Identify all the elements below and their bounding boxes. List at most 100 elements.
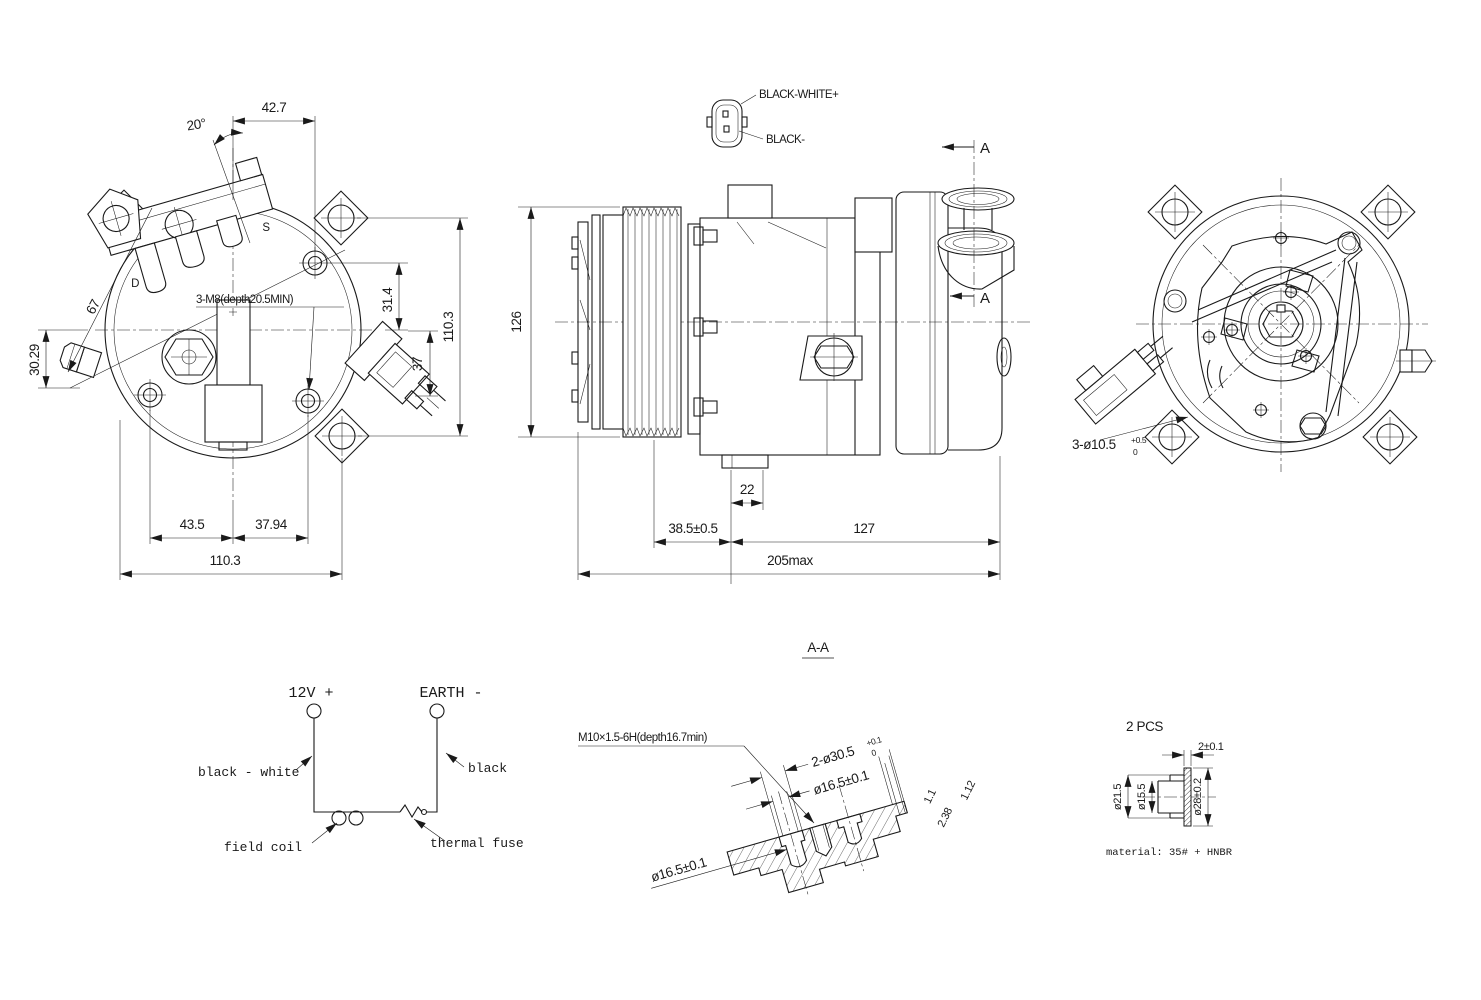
front-left-fitting — [59, 342, 103, 379]
svg-text:1.12: 1.12 — [959, 779, 979, 802]
svg-text:ø15.5: ø15.5 — [1136, 784, 1148, 810]
terminal-negative-label: EARTH - — [419, 685, 482, 702]
front-dim-110-3-right: 110.3 — [357, 217, 468, 437]
seal-qty-title: 2 PCS — [1126, 719, 1163, 734]
rear-connector — [1074, 335, 1173, 425]
label-pin-positive: BLACK-WHITE+ — [759, 89, 839, 101]
front-dim-67: 67 — [67, 207, 153, 373]
front-valve-block — [204, 299, 263, 451]
rear-note-holes: 3-ø10.5 +0.5 0 — [1072, 416, 1189, 457]
terminal-positive-label: 12V + — [288, 685, 333, 702]
seal-dim-plate-od: ø28±0.2 — [1192, 767, 1213, 827]
seal-dim-bore: ø15.5 — [1136, 781, 1156, 813]
rear-housing-step — [1161, 204, 1401, 444]
dim-port-upper: ø16.5±0.1 — [811, 767, 870, 797]
svg-text:2±0.1: 2±0.1 — [1198, 741, 1224, 753]
svg-text:30.29: 30.29 — [27, 344, 42, 376]
side-connector-detail: BLACK-WHITE+ BLACK- — [706, 89, 840, 148]
leader-wire-negative — [445, 752, 465, 768]
housing-bolt — [693, 317, 718, 337]
rear-housing-outline — [1152, 195, 1410, 453]
leader-wire-positive — [295, 755, 313, 771]
side-rear-housing — [721, 191, 1012, 469]
front-dims-bottom: 43.5 37.94 110.3 — [119, 410, 343, 580]
side-dims-bottom: 22 38.5±0.5 127 205max — [577, 432, 1001, 584]
front-top-bracket — [87, 156, 274, 294]
housing-bolt — [693, 397, 718, 417]
rear-screws — [1201, 230, 1320, 418]
svg-text:3-M8(depth20.5MIN): 3-M8(depth20.5MIN) — [196, 294, 294, 306]
section-thread-note: M10×1.5-6H(depth16.7min) — [578, 732, 815, 824]
front-shaft-hex-fitting — [161, 329, 217, 385]
side-front-housing — [687, 184, 893, 456]
side-section-marks: A A — [942, 140, 990, 310]
side-oil-plug — [799, 333, 863, 381]
svg-text:38.5±0.5: 38.5±0.5 — [668, 521, 717, 536]
svg-text:31.4: 31.4 — [380, 287, 395, 313]
front-ear-top-right — [313, 190, 369, 246]
label-thermal-fuse: thermal fuse — [430, 836, 524, 851]
svg-text:1.1: 1.1 — [922, 787, 939, 805]
housing-bolt — [693, 226, 718, 246]
terminal-positive — [306, 703, 322, 719]
dim-counterbore-tol-upper: +0.1 — [865, 734, 883, 748]
svg-text:3-ø10.5: 3-ø10.5 — [1072, 437, 1116, 452]
rear-ear-bottom-right — [1362, 409, 1418, 465]
seal-material-note: material: 35# + HNBR — [1106, 847, 1233, 859]
dim-counterbore: 2-ø30.5 — [810, 743, 856, 769]
svg-text:37.94: 37.94 — [255, 517, 288, 532]
side-dim-126: 126 — [509, 206, 620, 438]
front-dim-31-4: 31.4 — [330, 262, 408, 331]
svg-text:22: 22 — [740, 482, 754, 497]
seal-dim-sleeve-od: ø21.5 — [1112, 774, 1170, 819]
svg-text:20°: 20° — [186, 116, 207, 134]
svg-text:37: 37 — [410, 357, 425, 371]
svg-text:0: 0 — [1133, 447, 1138, 457]
svg-text:43.5: 43.5 — [180, 517, 205, 532]
field-coil-symbol — [331, 810, 400, 826]
dim-port-lower: ø16.5±0.1 — [649, 854, 708, 884]
rear-view: 3-ø10.5 +0.5 0 — [1072, 178, 1436, 472]
leader-fuse — [413, 818, 446, 842]
svg-text:110.3: 110.3 — [441, 312, 456, 343]
label-wire-positive: black - white — [198, 765, 299, 780]
svg-text:127: 127 — [853, 521, 874, 536]
side-view: BLACK-WHITE+ BLACK- A A 126 22 38.5±0.5 … — [509, 89, 1032, 584]
section-title: A-A — [807, 640, 829, 655]
label-field-coil: field coil — [224, 840, 302, 855]
svg-text:110.3: 110.3 — [210, 553, 241, 568]
seal-plate-section — [1183, 767, 1192, 827]
rear-ear-top-left — [1147, 184, 1203, 240]
section-step-dims: 1.1 2.38 1.12 — [922, 779, 978, 829]
svg-text:42.7: 42.7 — [262, 100, 287, 115]
svg-text:ø28±0.2: ø28±0.2 — [1192, 778, 1204, 816]
section-aa: A-A 2-ø30.5 +0.1 0 ø16.5±0.1 ø16.5±0.1 M… — [578, 640, 978, 896]
section-boss: 2-ø30.5 +0.1 0 ø16.5±0.1 ø16.5±0.1 — [649, 734, 909, 896]
front-note-thread: 3-M8(depth20.5MIN) — [196, 294, 344, 391]
section-letter-bottom: A — [980, 290, 990, 307]
front-dim-30-29: 30.29 — [27, 329, 88, 389]
section-letter-top: A — [980, 140, 990, 157]
label-discharge-port: D — [131, 278, 139, 290]
front-m8-holes — [134, 247, 331, 417]
seal-dim-thickness: 2±0.1 — [1162, 741, 1224, 766]
label-wire-negative: black — [468, 761, 507, 776]
dim-counterbore-tol-lower: 0 — [870, 747, 878, 758]
rear-ear-top-right — [1360, 184, 1416, 240]
seal-sleeve-profile — [1157, 774, 1184, 819]
seal-detail: 2 PCS ø21.5 ø15.5 ø28±0.2 2±0.1 material… — [1106, 719, 1233, 859]
side-pulley — [622, 206, 682, 438]
side-ports — [937, 187, 1015, 290]
leader-coil — [311, 822, 338, 844]
front-ear-bottom-right — [314, 408, 370, 464]
thermal-fuse-symbol — [399, 803, 428, 819]
svg-text:205max: 205max — [767, 553, 813, 568]
wire-lines — [313, 718, 438, 813]
wiring-schematic: 12V + EARTH - black - white black field … — [198, 685, 524, 855]
front-dim-20deg: 20° — [186, 116, 251, 244]
svg-text:2.38: 2.38 — [936, 806, 956, 829]
rear-bracket-plate — [1163, 231, 1363, 443]
front-dim-37: 37 — [408, 330, 438, 397]
